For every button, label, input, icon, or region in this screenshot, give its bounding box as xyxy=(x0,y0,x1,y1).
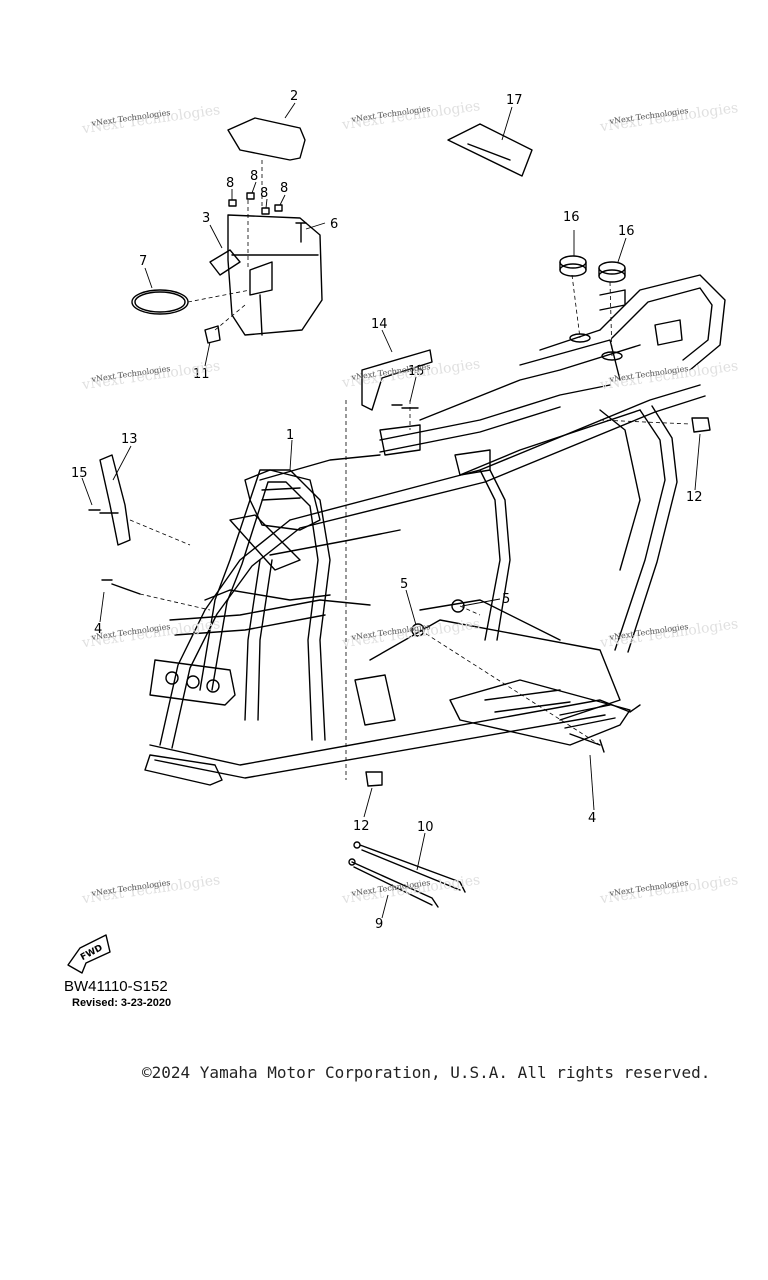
callout-4: 4 xyxy=(588,811,596,826)
part-17-packet xyxy=(447,123,533,177)
callout-4: 4 xyxy=(94,622,102,637)
callout-17: 17 xyxy=(506,93,523,108)
copyright-notice: ©2024 Yamaha Motor Corporation, U.S.A. A… xyxy=(142,1063,711,1082)
callout-8: 8 xyxy=(280,181,288,196)
callout-16: 16 xyxy=(563,210,580,225)
part-5-collar xyxy=(411,623,425,637)
part-2-cover xyxy=(227,117,306,161)
callout-8: 8 xyxy=(260,186,268,201)
part-13-bracket xyxy=(99,454,131,546)
callout-12: 12 xyxy=(353,819,370,834)
callout-16: 16 xyxy=(618,224,635,239)
part-10-cable-tie xyxy=(359,844,466,893)
part-7-band xyxy=(131,289,189,315)
frame-assembly xyxy=(144,274,726,786)
callout-15: 15 xyxy=(71,466,88,481)
callout-13: 13 xyxy=(121,432,138,447)
callout-labels: 2 17 8 8 8 8 3 6 7 16 16 14 15 11 1 13 1… xyxy=(71,89,703,932)
callout-2: 2 xyxy=(290,89,298,104)
callout-6: 6 xyxy=(330,217,338,232)
part-11-clip xyxy=(204,325,221,344)
part-12-clip xyxy=(691,417,711,433)
callout-9: 9 xyxy=(375,917,383,932)
callout-8: 8 xyxy=(250,169,258,184)
part-4-bolt xyxy=(101,579,141,595)
callout-12: 12 xyxy=(686,490,703,505)
callout-3: 3 xyxy=(202,211,210,226)
callout-5: 5 xyxy=(502,592,510,607)
part-14-bracket xyxy=(361,349,433,411)
part-3-battery-box xyxy=(209,214,323,336)
callout-14: 14 xyxy=(371,317,388,332)
callout-1: 1 xyxy=(286,428,294,443)
fwd-arrow-icon xyxy=(67,934,111,974)
part-9-cable-tie xyxy=(351,861,439,908)
callout-7: 7 xyxy=(139,254,147,269)
diagram-code: BW41110-S152 xyxy=(64,978,168,995)
part-8-pad xyxy=(228,199,237,207)
revised-date: Revised: 3-23-2020 xyxy=(72,997,172,1009)
callout-5: 5 xyxy=(400,577,408,592)
part-6-bolt xyxy=(295,222,307,243)
callout-15: 15 xyxy=(408,364,425,379)
callout-8: 8 xyxy=(226,176,234,191)
callout-11: 11 xyxy=(193,367,210,382)
callout-10: 10 xyxy=(417,820,434,835)
part-15-bolt xyxy=(88,509,119,514)
